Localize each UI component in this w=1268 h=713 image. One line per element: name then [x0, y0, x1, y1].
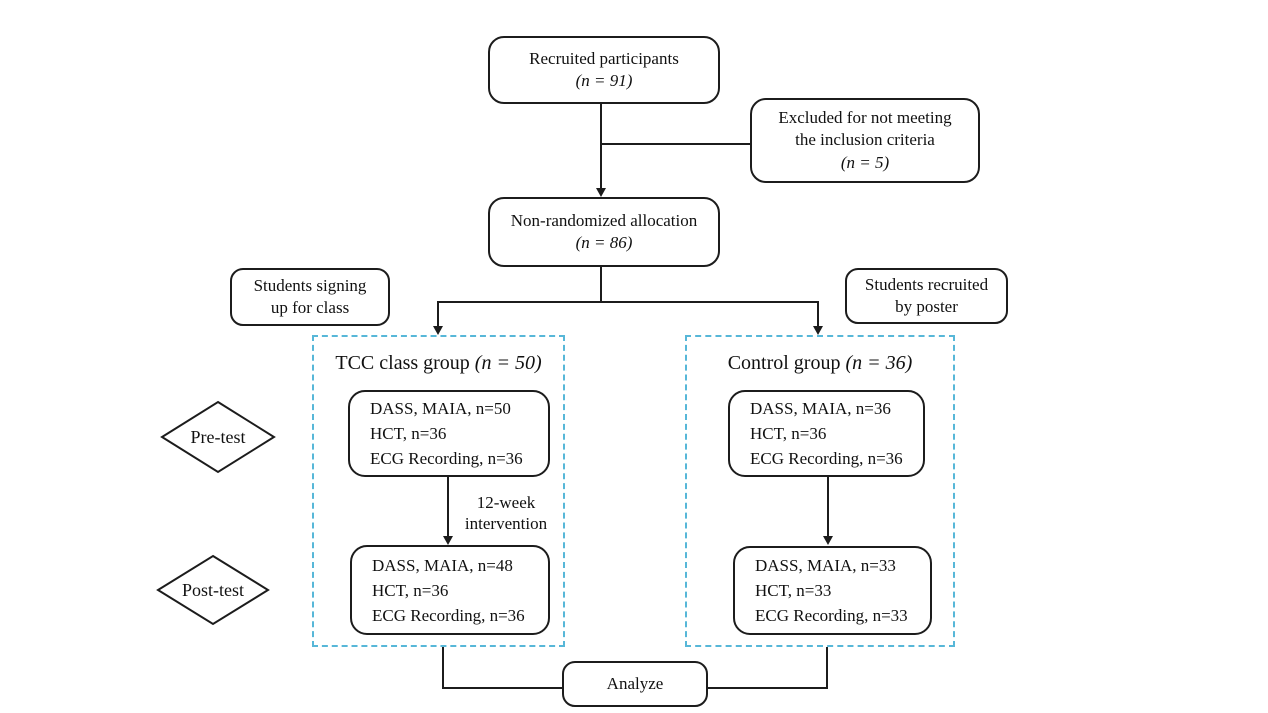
- tcc-group-title-text: TCC class group: [335, 352, 470, 374]
- excluded-line3: (n = 5): [840, 152, 890, 172]
- control-post-line3: ECG Recording, n=33: [755, 606, 908, 625]
- students-class-line1: Students signing: [253, 275, 367, 295]
- allocation-line2: (n = 86): [575, 233, 633, 252]
- arrowhead-control-group: [813, 326, 823, 335]
- connector-split-left: [437, 301, 439, 327]
- students-class-box: Students signing up for class: [230, 268, 390, 326]
- posttest-diamond-shape: [156, 554, 270, 626]
- control-post-line2: HCT, n=33: [755, 581, 832, 600]
- posttest-label: Post-test: [181, 579, 244, 600]
- tcc-group-container: [312, 335, 565, 647]
- tcc-pretest-box: DASS, MAIA, n=50 HCT, n=36 ECG Recording…: [348, 390, 550, 477]
- control-group-title-text: Control group: [727, 352, 841, 374]
- connector-tcc-intervention: [447, 477, 449, 537]
- connector-excluded-branch: [600, 143, 750, 145]
- pretest-diamond-shape: [160, 400, 276, 474]
- intervention-label-line1: 12-week: [476, 493, 536, 512]
- connector-control-follow: [827, 477, 829, 537]
- excluded-box: Excluded for not meeting the inclusion c…: [750, 98, 980, 183]
- pretest-diamond: Pre-test: [160, 400, 276, 474]
- tcc-posttest-box: DASS, MAIA, n=48 HCT, n=36 ECG Recording…: [350, 545, 550, 635]
- intervention-label-line2: intervention: [464, 514, 548, 533]
- arrowhead-allocation: [596, 188, 606, 197]
- control-group-container: [685, 335, 955, 647]
- students-class-line2: up for class: [270, 298, 350, 317]
- recruited-line1: Recruited participants: [529, 48, 679, 68]
- control-posttest-box: DASS, MAIA, n=33 HCT, n=33 ECG Recording…: [733, 546, 932, 635]
- tcc-post-line2: HCT, n=36: [372, 580, 449, 600]
- tcc-group-title-n: (n = 50): [474, 352, 542, 374]
- recruited-line2: (n = 91): [575, 71, 633, 90]
- tcc-post-line3: ECG Recording, n=36: [372, 605, 525, 625]
- connector-split-horizontal: [437, 301, 819, 303]
- tcc-pre-line1: DASS, MAIA, n=50: [370, 399, 511, 418]
- analyze-box: Analyze: [562, 661, 708, 707]
- tcc-post-line1: DASS, MAIA, n=48: [372, 555, 513, 575]
- students-poster-box: Students recruited by poster: [845, 268, 1008, 324]
- connector-control-analyze-h: [708, 687, 828, 689]
- connector-split-right: [817, 301, 819, 327]
- arrowhead-control-post: [823, 536, 833, 545]
- tcc-pre-line2: HCT, n=36: [370, 424, 447, 443]
- arrowhead-tcc-group: [433, 326, 443, 335]
- connector-allocation-stem: [600, 267, 602, 303]
- control-pre-line3: ECG Recording, n=36: [750, 449, 903, 468]
- connector-tcc-analyze-v: [442, 647, 444, 689]
- students-poster-line1: Students recruited: [864, 274, 989, 294]
- pretest-label: Pre-test: [190, 426, 246, 447]
- analyze-label: Analyze: [606, 673, 664, 693]
- control-pretest-box: DASS, MAIA, n=36 HCT, n=36 ECG Recording…: [728, 390, 925, 477]
- connector-tcc-analyze-h: [442, 687, 562, 689]
- tcc-group-title: TCC class group (n = 50): [312, 352, 565, 375]
- allocation-box: Non-randomized allocation (n = 86): [488, 197, 720, 267]
- excluded-line2: the inclusion criteria: [795, 130, 935, 150]
- students-poster-line2: by poster: [895, 297, 958, 316]
- excluded-line1: Excluded for not meeting: [778, 108, 952, 128]
- connector-control-analyze-v: [826, 647, 828, 689]
- tcc-pre-line3: ECG Recording, n=36: [370, 449, 523, 468]
- intervention-label: 12-week intervention: [456, 492, 556, 534]
- recruited-box: Recruited participants (n = 91): [488, 36, 720, 104]
- control-group-title: Control group (n = 36): [685, 352, 955, 375]
- control-pre-line1: DASS, MAIA, n=36: [750, 399, 891, 418]
- control-group-title-n: (n = 36): [845, 352, 913, 374]
- connector-recruited-allocation: [600, 104, 602, 189]
- control-post-line1: DASS, MAIA, n=33: [755, 556, 896, 575]
- arrowhead-tcc-post: [443, 536, 453, 545]
- posttest-diamond: Post-test: [156, 554, 270, 626]
- allocation-line1: Non-randomized allocation: [510, 210, 698, 230]
- control-pre-line2: HCT, n=36: [750, 424, 827, 443]
